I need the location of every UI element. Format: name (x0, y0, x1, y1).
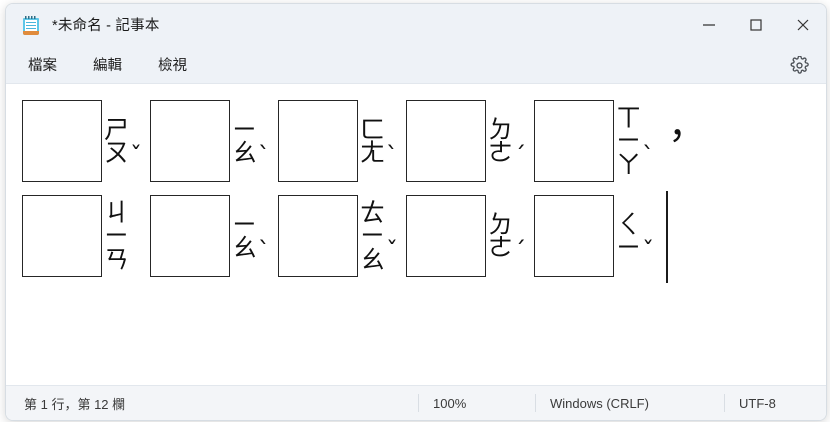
zhuyin-annotation: ㄒ ㄧ ㄚ ˋ (616, 96, 654, 186)
zhuyin-annotation: ㄊ ㄧ ㄠ ˇ (360, 191, 398, 281)
zhuyin-symbol: ㄧ (616, 233, 642, 262)
missing-glyph-box (278, 100, 359, 182)
status-bar: 第 1 行，第 12 欄 100% Windows (CRLF) UTF-8 (6, 385, 826, 420)
zhuyin-annotation: ㄕ ㄡ ˇ (104, 96, 142, 186)
zhuyin-symbol: ㄚ (616, 149, 642, 179)
encoding-status[interactable]: UTF-8 (724, 394, 790, 412)
ruby-unit: ㄐ ㄧ ㄢ (22, 191, 150, 283)
zhuyin-symbol: ㄒ (616, 102, 642, 132)
cursor-position-status: 第 1 行，第 12 欄 (24, 396, 126, 412)
tone-mark: ˇ (130, 142, 143, 170)
zhuyin-symbol: ㄠ (360, 244, 386, 274)
zhuyin-annotation: ㄈ ㄤ ˋ (360, 96, 398, 186)
zhuyin-symbol: ㄠ (232, 138, 258, 167)
missing-glyph-box (406, 100, 487, 182)
zhuyin-symbol: ㄐ (104, 197, 130, 227)
missing-glyph-box (22, 195, 102, 277)
zhuyin-symbol: ㄑ (616, 209, 642, 239)
menu-bar: 檔案 編輯 檢視 (6, 45, 826, 84)
menu-item-edit[interactable]: 編輯 (93, 57, 122, 74)
zhuyin-symbol: ㄧ (616, 126, 642, 156)
zhuyin-annotation: ㄉ ㄜ ˊ (488, 191, 526, 281)
zhuyin-symbol: ㄧ (104, 221, 130, 251)
missing-glyph-box (22, 100, 102, 182)
zhuyin-symbol: ㄜ (488, 138, 514, 167)
ruby-unit: ㄧ ㄠ ˋ (150, 191, 278, 283)
zhuyin-symbol: ㄧ (232, 209, 258, 239)
ruby-unit: ㄊ ㄧ ㄠ ˇ (278, 191, 406, 283)
zoom-level-status[interactable]: 100% (418, 394, 535, 412)
notepad-icon (22, 15, 40, 35)
zhuyin-annotation: ㄉ ㄜ ˊ (488, 96, 526, 186)
zhuyin-symbol: ㄤ (360, 138, 386, 167)
missing-glyph-box (278, 195, 359, 277)
tone-mark: ˋ (386, 142, 399, 170)
zhuyin-symbol: ㄊ (360, 197, 386, 227)
ruby-unit: ㄕ ㄡ ˇ (22, 96, 150, 188)
zhuyin-symbol: ㄡ (104, 138, 130, 167)
maximize-button[interactable] (732, 4, 779, 45)
tone-mark: ˇ (642, 237, 655, 265)
ruby-unit: ㄈ ㄤ ˋ (278, 96, 406, 188)
missing-glyph-box (406, 195, 487, 277)
tone-mark: ˊ (514, 237, 527, 265)
minimize-button[interactable] (685, 4, 732, 45)
maximize-icon (749, 18, 762, 31)
zhuyin-symbol: ㄈ (360, 114, 386, 144)
missing-glyph-box (150, 100, 231, 182)
zhuyin-annotation: ㄐ ㄧ ㄢ (104, 191, 142, 281)
zhuyin-symbol: ㄜ (488, 233, 514, 262)
text-editor-area[interactable]: ㄕ ㄡ ˇ ㄧ ㄠ ˋ (6, 84, 826, 385)
tone-mark: ˋ (258, 142, 271, 170)
zhuyin-symbol: ㄉ (488, 209, 514, 239)
tone-mark: ˊ (514, 142, 527, 170)
minimize-icon (702, 23, 715, 26)
zhuyin-symbol: ㄧ (360, 221, 386, 251)
window-controls (685, 4, 826, 45)
text-line: ㄕ ㄡ ˇ ㄧ ㄠ ˋ (6, 96, 826, 191)
tone-mark: ˋ (258, 237, 271, 265)
notepad-window: *未命名 - 記事本 檔案 編輯 檢視 (5, 3, 827, 421)
zhuyin-symbol: ㄉ (488, 114, 514, 144)
menu-item-view[interactable]: 檢視 (158, 57, 187, 74)
zhuyin-annotation: ㄧ ㄠ ˋ (232, 96, 270, 186)
ruby-unit: ㄉ ㄜ ˊ (406, 191, 534, 283)
missing-glyph-box (150, 195, 231, 277)
zhuyin-symbol: ㄢ (104, 244, 130, 274)
menu-item-file[interactable]: 檔案 (28, 57, 57, 74)
tone-mark: ˇ (386, 237, 399, 265)
ruby-unit: ㄑ ㄧ ˇ (534, 191, 662, 283)
zhuyin-symbol: ㄠ (232, 233, 258, 262)
zhuyin-symbol: ㄕ (104, 114, 130, 144)
close-icon (797, 19, 808, 30)
zhuyin-annotation: ㄧ ㄠ ˋ (232, 191, 270, 281)
tone-mark: ˋ (642, 142, 655, 170)
zhuyin-symbol: ㄧ (232, 114, 258, 144)
text-cursor (666, 191, 668, 283)
missing-glyph-box (534, 195, 615, 277)
window-title: *未命名 - 記事本 (52, 18, 160, 34)
punctuation-comma: ， (668, 103, 707, 147)
line-ending-status[interactable]: Windows (CRLF) (535, 394, 724, 412)
ruby-unit: ㄧ ㄠ ˋ (150, 96, 278, 188)
gear-icon[interactable] (788, 54, 810, 76)
close-button[interactable] (779, 4, 826, 45)
text-line: ㄐ ㄧ ㄢ ㄧ ㄠ ˋ (6, 191, 826, 286)
ruby-unit: ㄒ ㄧ ㄚ ˋ (534, 96, 662, 188)
ruby-unit: ㄉ ㄜ ˊ (406, 96, 534, 188)
missing-glyph-box (534, 100, 615, 182)
title-bar[interactable]: *未命名 - 記事本 (6, 4, 826, 45)
zhuyin-annotation: ㄑ ㄧ ˇ (616, 191, 654, 281)
